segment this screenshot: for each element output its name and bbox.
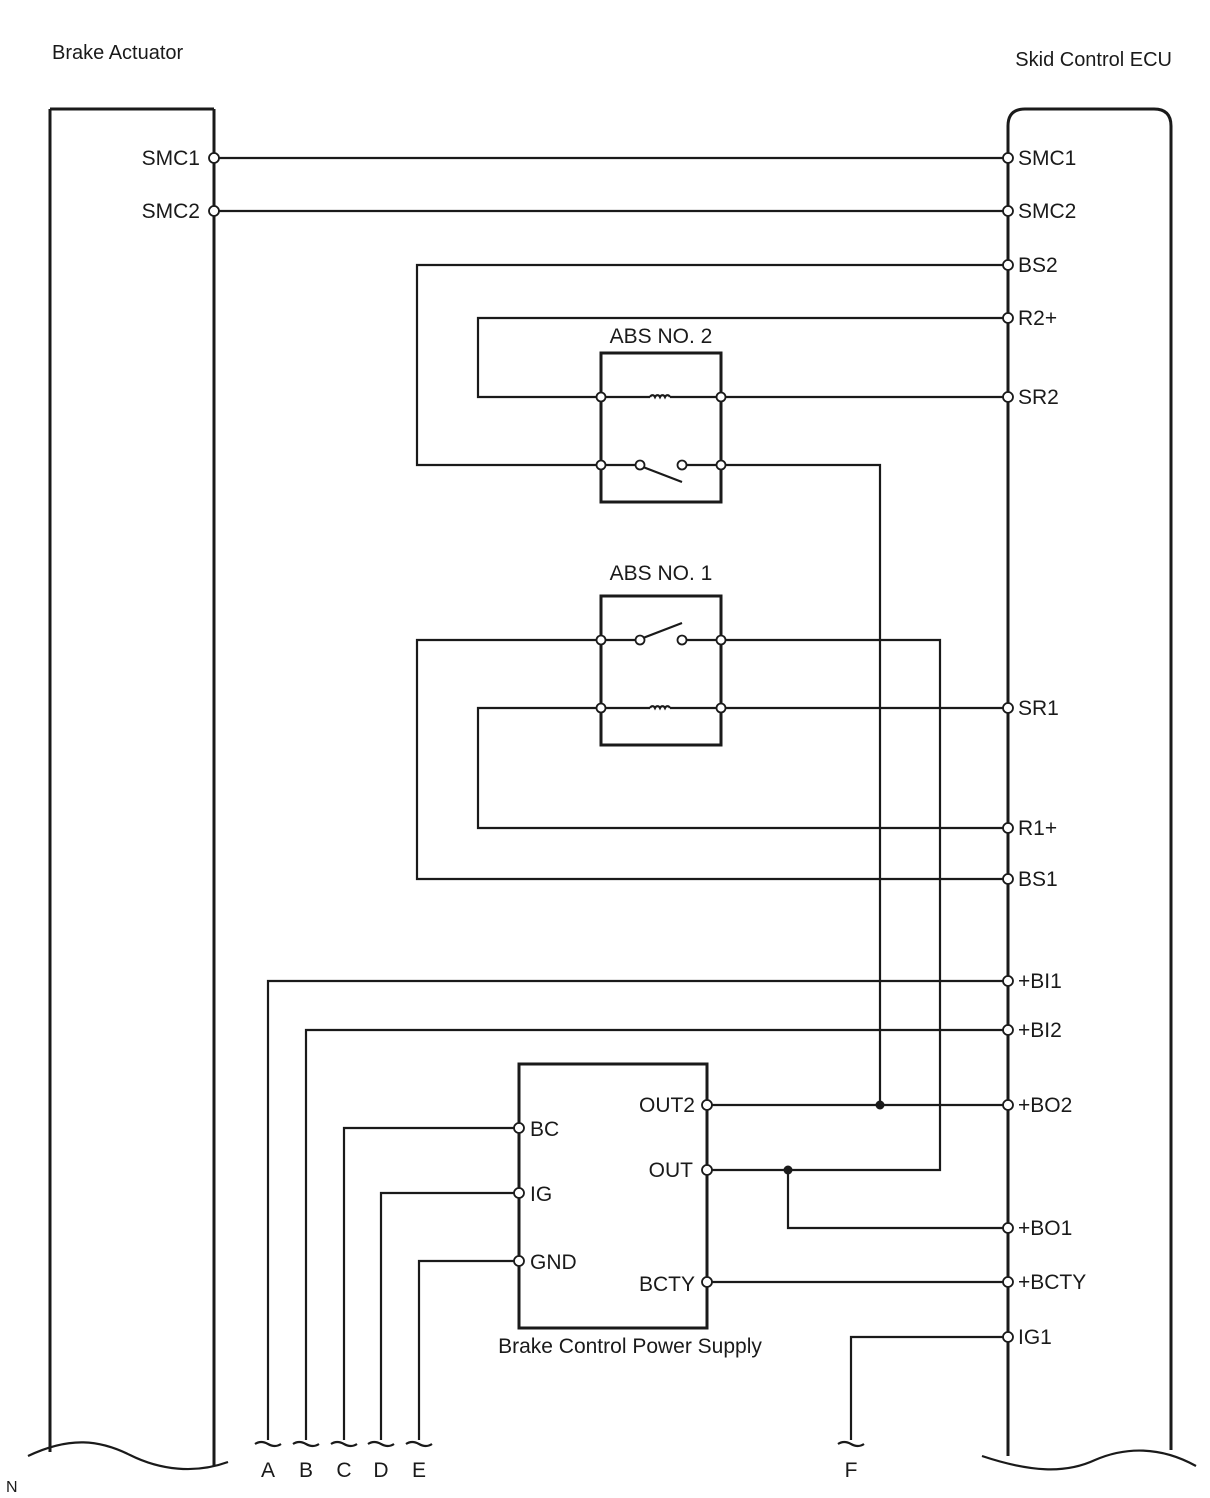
wire-bi1 xyxy=(266,979,1008,1440)
ecu-pin-ig1: IG1 xyxy=(1018,1326,1052,1349)
wire-bo1 xyxy=(786,1170,1008,1230)
ecu-pin-sr1: SR1 xyxy=(1018,697,1059,720)
wire-gnd xyxy=(417,1259,519,1440)
ecu-pin-bo2: +BO2 xyxy=(1018,1094,1072,1117)
connector-label-b: B xyxy=(299,1459,313,1482)
wire-r2 xyxy=(476,316,1008,399)
ps-pin-out: OUT xyxy=(649,1159,694,1182)
break-mark-a xyxy=(254,1440,282,1448)
abs-no1-relay xyxy=(599,594,723,747)
break-mark-d xyxy=(367,1440,395,1448)
ps-pin-out2: OUT2 xyxy=(639,1094,695,1117)
wire-bs1 xyxy=(415,638,1008,881)
connector-label-c: C xyxy=(336,1459,351,1482)
break-mark-c xyxy=(330,1440,358,1448)
ps-pin-bcty: BCTY xyxy=(639,1273,695,1296)
connector-label-f: F xyxy=(845,1459,858,1482)
terminals xyxy=(208,152,1014,1343)
wire-abs1-switch-out xyxy=(707,638,942,1172)
ecu-pin-smc2: SMC2 xyxy=(1018,200,1076,223)
ecu-pin-bs2: BS2 xyxy=(1018,254,1058,277)
brake-actuator-title: Brake Actuator xyxy=(52,42,184,64)
wire-abs2-switch-out xyxy=(721,463,882,1105)
ecu-pin-smc1: SMC1 xyxy=(1018,147,1076,170)
abs-no1-title: ABS NO. 1 xyxy=(610,562,713,585)
wire-ig1 xyxy=(849,1335,1008,1440)
ecu-pin-bi2: +BI2 xyxy=(1018,1019,1062,1042)
wire-r1 xyxy=(476,706,1008,830)
wire-bc xyxy=(342,1126,519,1440)
break-mark-e xyxy=(405,1440,433,1448)
power-supply-title: Brake Control Power Supply xyxy=(498,1335,762,1358)
skid-control-ecu-body xyxy=(981,107,1197,1471)
ecu-pin-bo1: +BO1 xyxy=(1018,1217,1072,1240)
break-mark-f xyxy=(837,1440,865,1448)
ecu-pin-r2-plus: R2+ xyxy=(1018,307,1057,330)
ps-pin-bc: BC xyxy=(530,1118,559,1141)
corner-mark: N xyxy=(6,1479,18,1496)
ecu-pin-sr2: SR2 xyxy=(1018,386,1059,409)
abs-no2-relay xyxy=(599,351,723,504)
connector-label-a: A xyxy=(261,1459,275,1482)
wire-bs2 xyxy=(415,263,1008,467)
junction-dot-bo1 xyxy=(783,1165,793,1175)
wires xyxy=(214,156,1008,1440)
actuator-pin-smc2: SMC2 xyxy=(142,200,200,223)
skid-control-ecu-title: Skid Control ECU xyxy=(1015,49,1172,71)
ecu-pin-r1-plus: R1+ xyxy=(1018,817,1057,840)
ecu-pin-bcty: +BCTY xyxy=(1018,1271,1086,1294)
ps-pin-ig: IG xyxy=(530,1183,552,1206)
brake-actuator-body xyxy=(27,107,229,1471)
break-marks xyxy=(254,1440,865,1448)
ecu-pin-bi1: +BI1 xyxy=(1018,970,1062,993)
junction-dot-bo2 xyxy=(875,1100,885,1110)
break-mark-b xyxy=(292,1440,320,1448)
ecu-pin-bs1: BS1 xyxy=(1018,868,1058,891)
abs-no2-title: ABS NO. 2 xyxy=(610,325,713,348)
actuator-pin-smc1: SMC1 xyxy=(142,147,200,170)
connector-label-e: E xyxy=(412,1459,426,1482)
wire-ig xyxy=(379,1191,519,1440)
ps-pin-gnd: GND xyxy=(530,1251,577,1274)
wire-bi2 xyxy=(304,1028,1008,1440)
connector-label-d: D xyxy=(373,1459,388,1482)
